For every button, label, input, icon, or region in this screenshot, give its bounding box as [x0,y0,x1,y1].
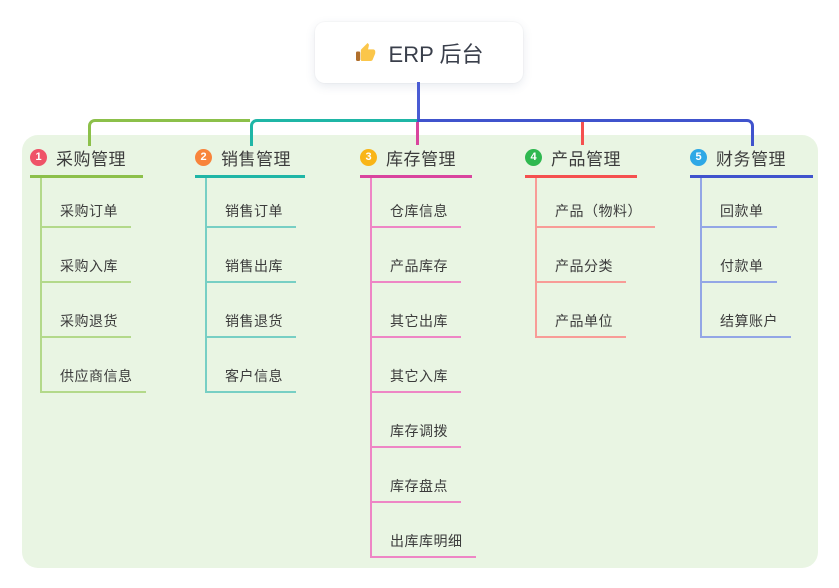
branch-topic[interactable]: 5 财务管理 [690,146,813,178]
sub-topic-row: 客户信息 [207,338,296,393]
sub-topic[interactable]: 客户信息 [207,366,296,393]
sub-topic-row: 付款单 [702,228,791,283]
sub-topic[interactable]: 采购退货 [42,311,131,338]
branch-采购管理: 1 采购管理 采购订单采购入库采购退货供应商信息 [30,146,146,393]
sub-topic[interactable]: 其它入库 [372,366,461,393]
mindmap-background-panel [22,135,818,568]
branch-topic[interactable]: 4 产品管理 [525,146,637,178]
sub-topic-row: 销售出库 [207,228,296,283]
root-topic-erp[interactable]: ERP 后台 [315,22,523,83]
sub-topic-row: 产品（物料） [537,178,655,228]
sub-topic[interactable]: 产品（物料） [537,201,655,228]
sub-topic-row: 库存盘点 [372,448,476,503]
sub-topic-row: 仓库信息 [372,178,476,228]
root-topic-label: ERP 后台 [388,41,484,67]
thumbs-up-icon [355,41,379,65]
sub-topic-row: 其它出库 [372,283,476,338]
branch-number-badge: 5 [690,148,707,166]
branch-children: 仓库信息产品库存其它出库其它入库库存调拨库存盘点出库库明细 [370,178,476,558]
branch5-connector [417,119,754,146]
branch3-drop-line [416,122,419,145]
branch-topic[interactable]: 1 采购管理 [30,146,143,178]
sub-topic-row: 产品单位 [537,283,655,338]
sub-topic[interactable]: 产品分类 [537,256,626,283]
sub-topic[interactable]: 产品单位 [537,311,626,338]
sub-topic[interactable]: 供应商信息 [42,366,146,393]
root-drop-line [417,82,420,120]
sub-topic[interactable]: 采购订单 [42,201,131,228]
sub-topic[interactable]: 结算账户 [702,311,791,338]
sub-topic[interactable]: 销售出库 [207,256,296,283]
sub-topic-row: 其它入库 [372,338,476,393]
branch-topic-label: 库存管理 [386,149,456,169]
branch-number-badge: 4 [525,148,542,166]
branch-销售管理: 2 销售管理 销售订单销售出库销售退货客户信息 [195,146,305,393]
sub-topic-row: 采购入库 [42,228,146,283]
sub-topic[interactable]: 销售订单 [207,201,296,228]
branch1-connector [88,119,250,146]
sub-topic[interactable]: 库存盘点 [372,476,461,503]
branch-number-badge: 3 [360,148,377,166]
sub-topic[interactable]: 出库库明细 [372,531,476,558]
sub-topic-row: 采购退货 [42,283,146,338]
sub-topic-row: 供应商信息 [42,338,146,393]
sub-topic[interactable]: 采购入库 [42,256,131,283]
sub-topic[interactable]: 库存调拨 [372,421,461,448]
sub-topic-row: 产品分类 [537,228,655,283]
sub-topic-row: 回款单 [702,178,791,228]
sub-topic-row: 出库库明细 [372,503,476,558]
sub-topic-row: 销售订单 [207,178,296,228]
sub-topic[interactable]: 其它出库 [372,311,461,338]
sub-topic-row: 产品库存 [372,228,476,283]
sub-topic-row: 采购订单 [42,178,146,228]
branch2-connector [250,119,419,146]
branch-topic[interactable]: 3 库存管理 [360,146,472,178]
sub-topic[interactable]: 付款单 [702,256,777,283]
branch-topic-label: 财务管理 [716,149,786,169]
branch-财务管理: 5 财务管理 回款单付款单结算账户 [690,146,813,338]
branch4-drop-line [581,122,584,145]
branch-产品管理: 4 产品管理 产品（物料） 产品分类产品单位 [525,146,655,338]
branch-topic-label: 采购管理 [56,149,126,169]
branch-topic-label: 产品管理 [551,149,621,169]
branch-children: 产品（物料） 产品分类产品单位 [535,178,655,338]
branch-children: 回款单付款单结算账户 [700,178,791,338]
branch-children: 销售订单销售出库销售退货客户信息 [205,178,296,393]
branch-topic-label: 销售管理 [221,149,291,169]
sub-topic[interactable]: 仓库信息 [372,201,461,228]
sub-topic[interactable]: 销售退货 [207,311,296,338]
branch-number-badge: 2 [195,148,212,166]
branch-children: 采购订单采购入库采购退货供应商信息 [40,178,146,393]
sub-topic[interactable]: 回款单 [702,201,777,228]
branch-number-badge: 1 [30,148,47,166]
sub-topic-row: 结算账户 [702,283,791,338]
sub-topic[interactable]: 产品库存 [372,256,461,283]
branch-topic[interactable]: 2 销售管理 [195,146,305,178]
sub-topic-row: 销售退货 [207,283,296,338]
branch-库存管理: 3 库存管理 仓库信息产品库存其它出库其它入库库存调拨库存盘点出库库明细 [360,146,476,558]
sub-topic-row: 库存调拨 [372,393,476,448]
